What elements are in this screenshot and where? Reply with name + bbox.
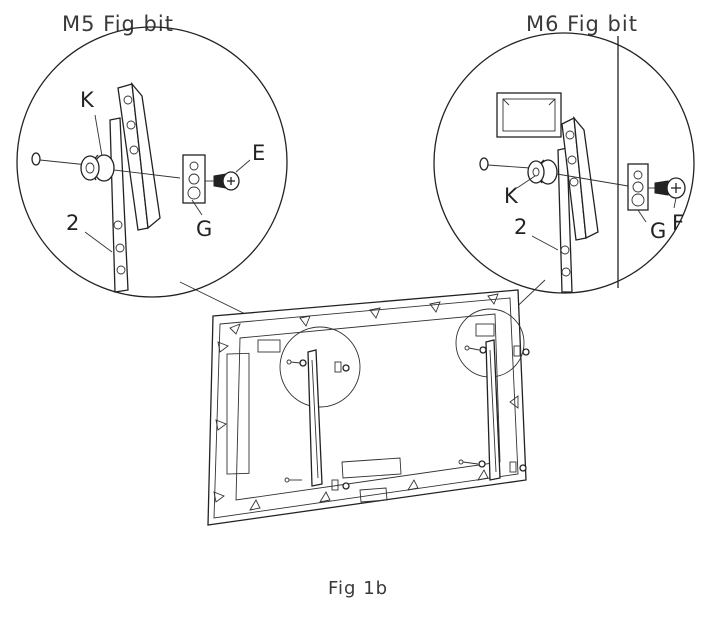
right-washer-g bbox=[627, 163, 649, 211]
tv-right-bracket bbox=[458, 323, 530, 481]
left-label-washer: G bbox=[196, 217, 212, 241]
left-label-bracket: 2 bbox=[66, 211, 79, 235]
right-label-spacer: K bbox=[504, 184, 519, 208]
left-label-spacer: K bbox=[80, 88, 95, 112]
right-screw-f bbox=[648, 177, 686, 199]
right-label-screw: F bbox=[672, 211, 684, 235]
left-washer-g bbox=[182, 154, 206, 204]
left-detail-circle: K E G 2 bbox=[16, 26, 288, 298]
right-detail-circle: K F G 2 bbox=[433, 32, 695, 294]
right-label-bracket: 2 bbox=[514, 215, 527, 239]
figure-caption: Fig 1b bbox=[328, 578, 389, 599]
left-label-screw: E bbox=[252, 141, 265, 165]
tv-back-panel bbox=[207, 289, 527, 526]
right-spacer-k bbox=[527, 159, 558, 185]
left-screw-e bbox=[205, 171, 240, 191]
left-spacer-k bbox=[80, 154, 115, 182]
right-label-washer: G bbox=[650, 219, 666, 243]
tv-left-mount-circle bbox=[279, 326, 361, 408]
right-detail-title: M6 Fig bit bbox=[526, 12, 638, 36]
tv-left-bracket bbox=[284, 349, 350, 491]
